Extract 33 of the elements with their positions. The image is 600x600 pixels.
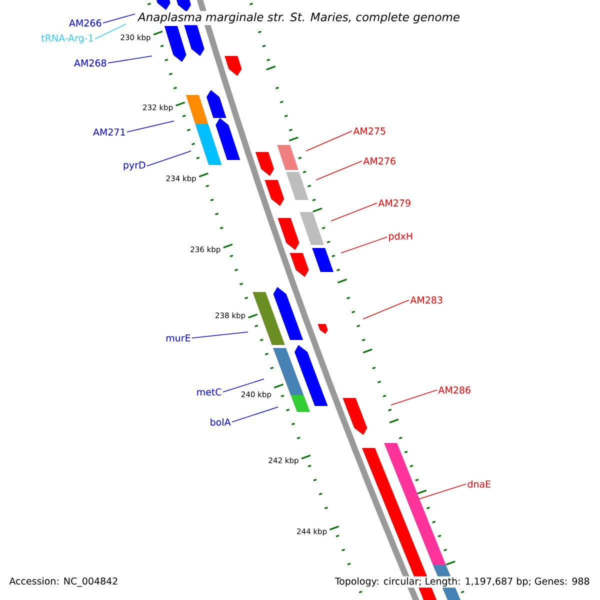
gene-label: AM271 [93, 128, 125, 136]
leader-line [362, 300, 410, 320]
leader-line [146, 150, 192, 166]
gene-label: AM275 [353, 127, 386, 135]
leader-line [222, 378, 264, 392]
gene-label: tRNA-Arg-1 [41, 34, 93, 44]
leader-line [102, 14, 136, 24]
leader-line [316, 160, 362, 180]
gene-label: AM279 [378, 199, 410, 207]
gene-label: AM276 [363, 157, 396, 165]
leader-line [390, 390, 438, 406]
leader-line [306, 130, 352, 152]
gene-label: AM286 [438, 386, 470, 394]
gene-label: murE [166, 334, 190, 342]
leader-line [108, 56, 152, 64]
gene-label: pyrD [124, 162, 146, 170]
gene-label: AM283 [410, 296, 442, 304]
gene-label: AM266 [69, 19, 102, 27]
leader-line [340, 236, 388, 254]
gene-label: bolA [210, 418, 231, 426]
leader-line [330, 202, 378, 222]
gene-label: AM268 [74, 59, 106, 67]
leader-line [418, 484, 466, 500]
accession-text: Accession: NC_004842 [9, 577, 118, 587]
gene-label: pdxH [389, 232, 412, 242]
gene-label: metC [197, 388, 222, 396]
leader-line [192, 332, 248, 338]
title: Anaplasma marginale str. St. Maries, complete genome [136, 10, 462, 26]
genome-info-text: Topology: circular; Length: 1,197,687 bp; Genes: 988 [334, 576, 591, 588]
leader-line [126, 120, 174, 132]
leader-line [232, 406, 278, 422]
leader-line [94, 24, 126, 40]
gene-label: dnaE [468, 480, 490, 488]
